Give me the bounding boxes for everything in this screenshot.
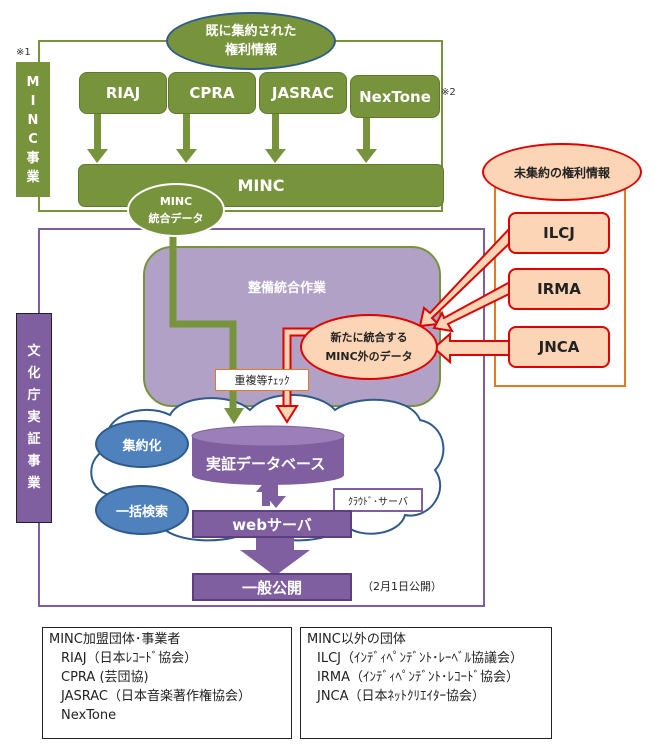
minc-data-line1: MINC	[159, 195, 193, 208]
web-server-box: webサーバ	[192, 510, 352, 538]
legend-minc-members: MINC加盟団体･事業者 RIAJ（日本ﾚｺｰﾄﾞ協会） CPRA (芸団協) …	[42, 627, 292, 739]
legend-right-item: IRMA（ｲﾝﾃﾞｨﾍﾟﾝﾃﾞﾝﾄ･ﾚｺｰﾄﾞ協会）	[317, 670, 519, 685]
legend-right-title: MINC以外の団体	[307, 632, 406, 647]
legend-left-item: JASRAC（日本音楽著作権協会）	[61, 689, 251, 704]
legend-left-item: RIAJ（日本ﾚｺｰﾄﾞ協会）	[61, 651, 198, 666]
minc-label-char: 事	[26, 150, 40, 166]
bunkacho-label-char: 文	[27, 344, 41, 359]
release-date-label: （2月1日公開）	[362, 580, 442, 593]
database-label: 実証データベース	[206, 455, 326, 473]
legend-left-title: MINC加盟団体･事業者	[49, 632, 181, 647]
minc-label-char: M	[26, 74, 40, 90]
integration-work-label: 整備統合作業	[248, 281, 327, 296]
unaggregated-arrows	[418, 226, 517, 365]
bunkacho-label-char: 事	[27, 454, 41, 469]
org-box-ilcj: ILCJ	[508, 212, 610, 254]
minc-label-char: N	[27, 112, 39, 128]
legend-right-item: ILCJ（ｲﾝﾃﾞｨﾍﾟﾝﾃﾞﾝﾄ･ﾚｰﾍﾞﾙ協議会）	[317, 651, 523, 666]
new-data-line1: 新たに統合する	[330, 331, 408, 344]
duplicate-check-label: 重複等ﾁｪｯｸ	[215, 369, 309, 391]
minc-label-char: C	[28, 131, 38, 147]
legend-right-item: JNCA（日本ﾈｯﾄｸﾘｴｲﾀｰ協会）	[317, 689, 486, 704]
unaggregated-title-bubble: 未集約の権利情報	[482, 143, 642, 201]
new-data-line2: MINC外のデータ	[325, 350, 413, 363]
bunkacho-label-char: 化	[27, 366, 41, 381]
org-box-jasrac: JASRAC	[259, 72, 347, 114]
aggregated-rights-line2: 権利情報	[224, 43, 277, 58]
bunkacho-label-char: 庁	[27, 388, 41, 403]
cloud-server-label: ｸﾗｳﾄﾞ･サーバ	[333, 488, 423, 512]
new-data-arrowhead	[275, 405, 299, 424]
minc-data-bubble: MINC 統合データ	[127, 183, 225, 237]
minc-label-char: 業	[26, 169, 40, 185]
legend-non-minc: MINC以外の団体 ILCJ（ｲﾝﾃﾞｨﾍﾟﾝﾃﾞﾝﾄ･ﾚｰﾍﾞﾙ協議会） IR…	[300, 627, 552, 739]
aggregated-rights-bubble: 既に集約された 権利情報	[166, 12, 336, 70]
legend-left-item: CPRA (芸団協)	[61, 670, 149, 685]
new-data-bubble: 新たに統合する MINC外のデータ	[300, 314, 438, 380]
minc-label-char: I	[30, 93, 36, 109]
bunkacho-label-char: 実	[27, 410, 41, 425]
minc-arrows	[87, 113, 377, 163]
org-box-riaj: RIAJ	[79, 72, 167, 114]
minc-data-path	[169, 228, 237, 410]
legend-left-item: NexTone	[61, 708, 117, 723]
bunkacho-vertical-label: 文 化 庁 実 証 事 業	[16, 313, 52, 523]
database-cylinder	[191, 425, 345, 485]
note-1: ※1	[16, 47, 31, 58]
unaggregated-title: 未集約の権利情報	[513, 165, 610, 180]
minc-data-line2: 統合データ	[148, 212, 204, 225]
bunkacho-label-char: 業	[27, 476, 41, 491]
batch-search-ellipse: 一括検索	[95, 485, 189, 535]
aggregation-ellipse: 集約化	[95, 420, 189, 468]
public-release-box: 一般公開	[192, 573, 352, 601]
org-box-jnca: JNCA	[508, 326, 610, 368]
org-box-nextone: NexTone	[350, 75, 440, 118]
web-public-arrow	[240, 536, 310, 576]
bunkacho-label-char: 証	[27, 432, 41, 447]
org-box-irma: IRMA	[508, 268, 610, 310]
note-2: ※2	[441, 87, 456, 98]
minc-bar-label: MINC	[237, 176, 285, 195]
db-web-arrows	[256, 480, 286, 508]
minc-data-arrowhead	[224, 408, 244, 424]
org-box-cpra: CPRA	[168, 72, 256, 114]
minc-vertical-label: M I N C 事 業	[16, 62, 50, 197]
aggregated-rights-line1: 既に集約された	[205, 24, 297, 39]
